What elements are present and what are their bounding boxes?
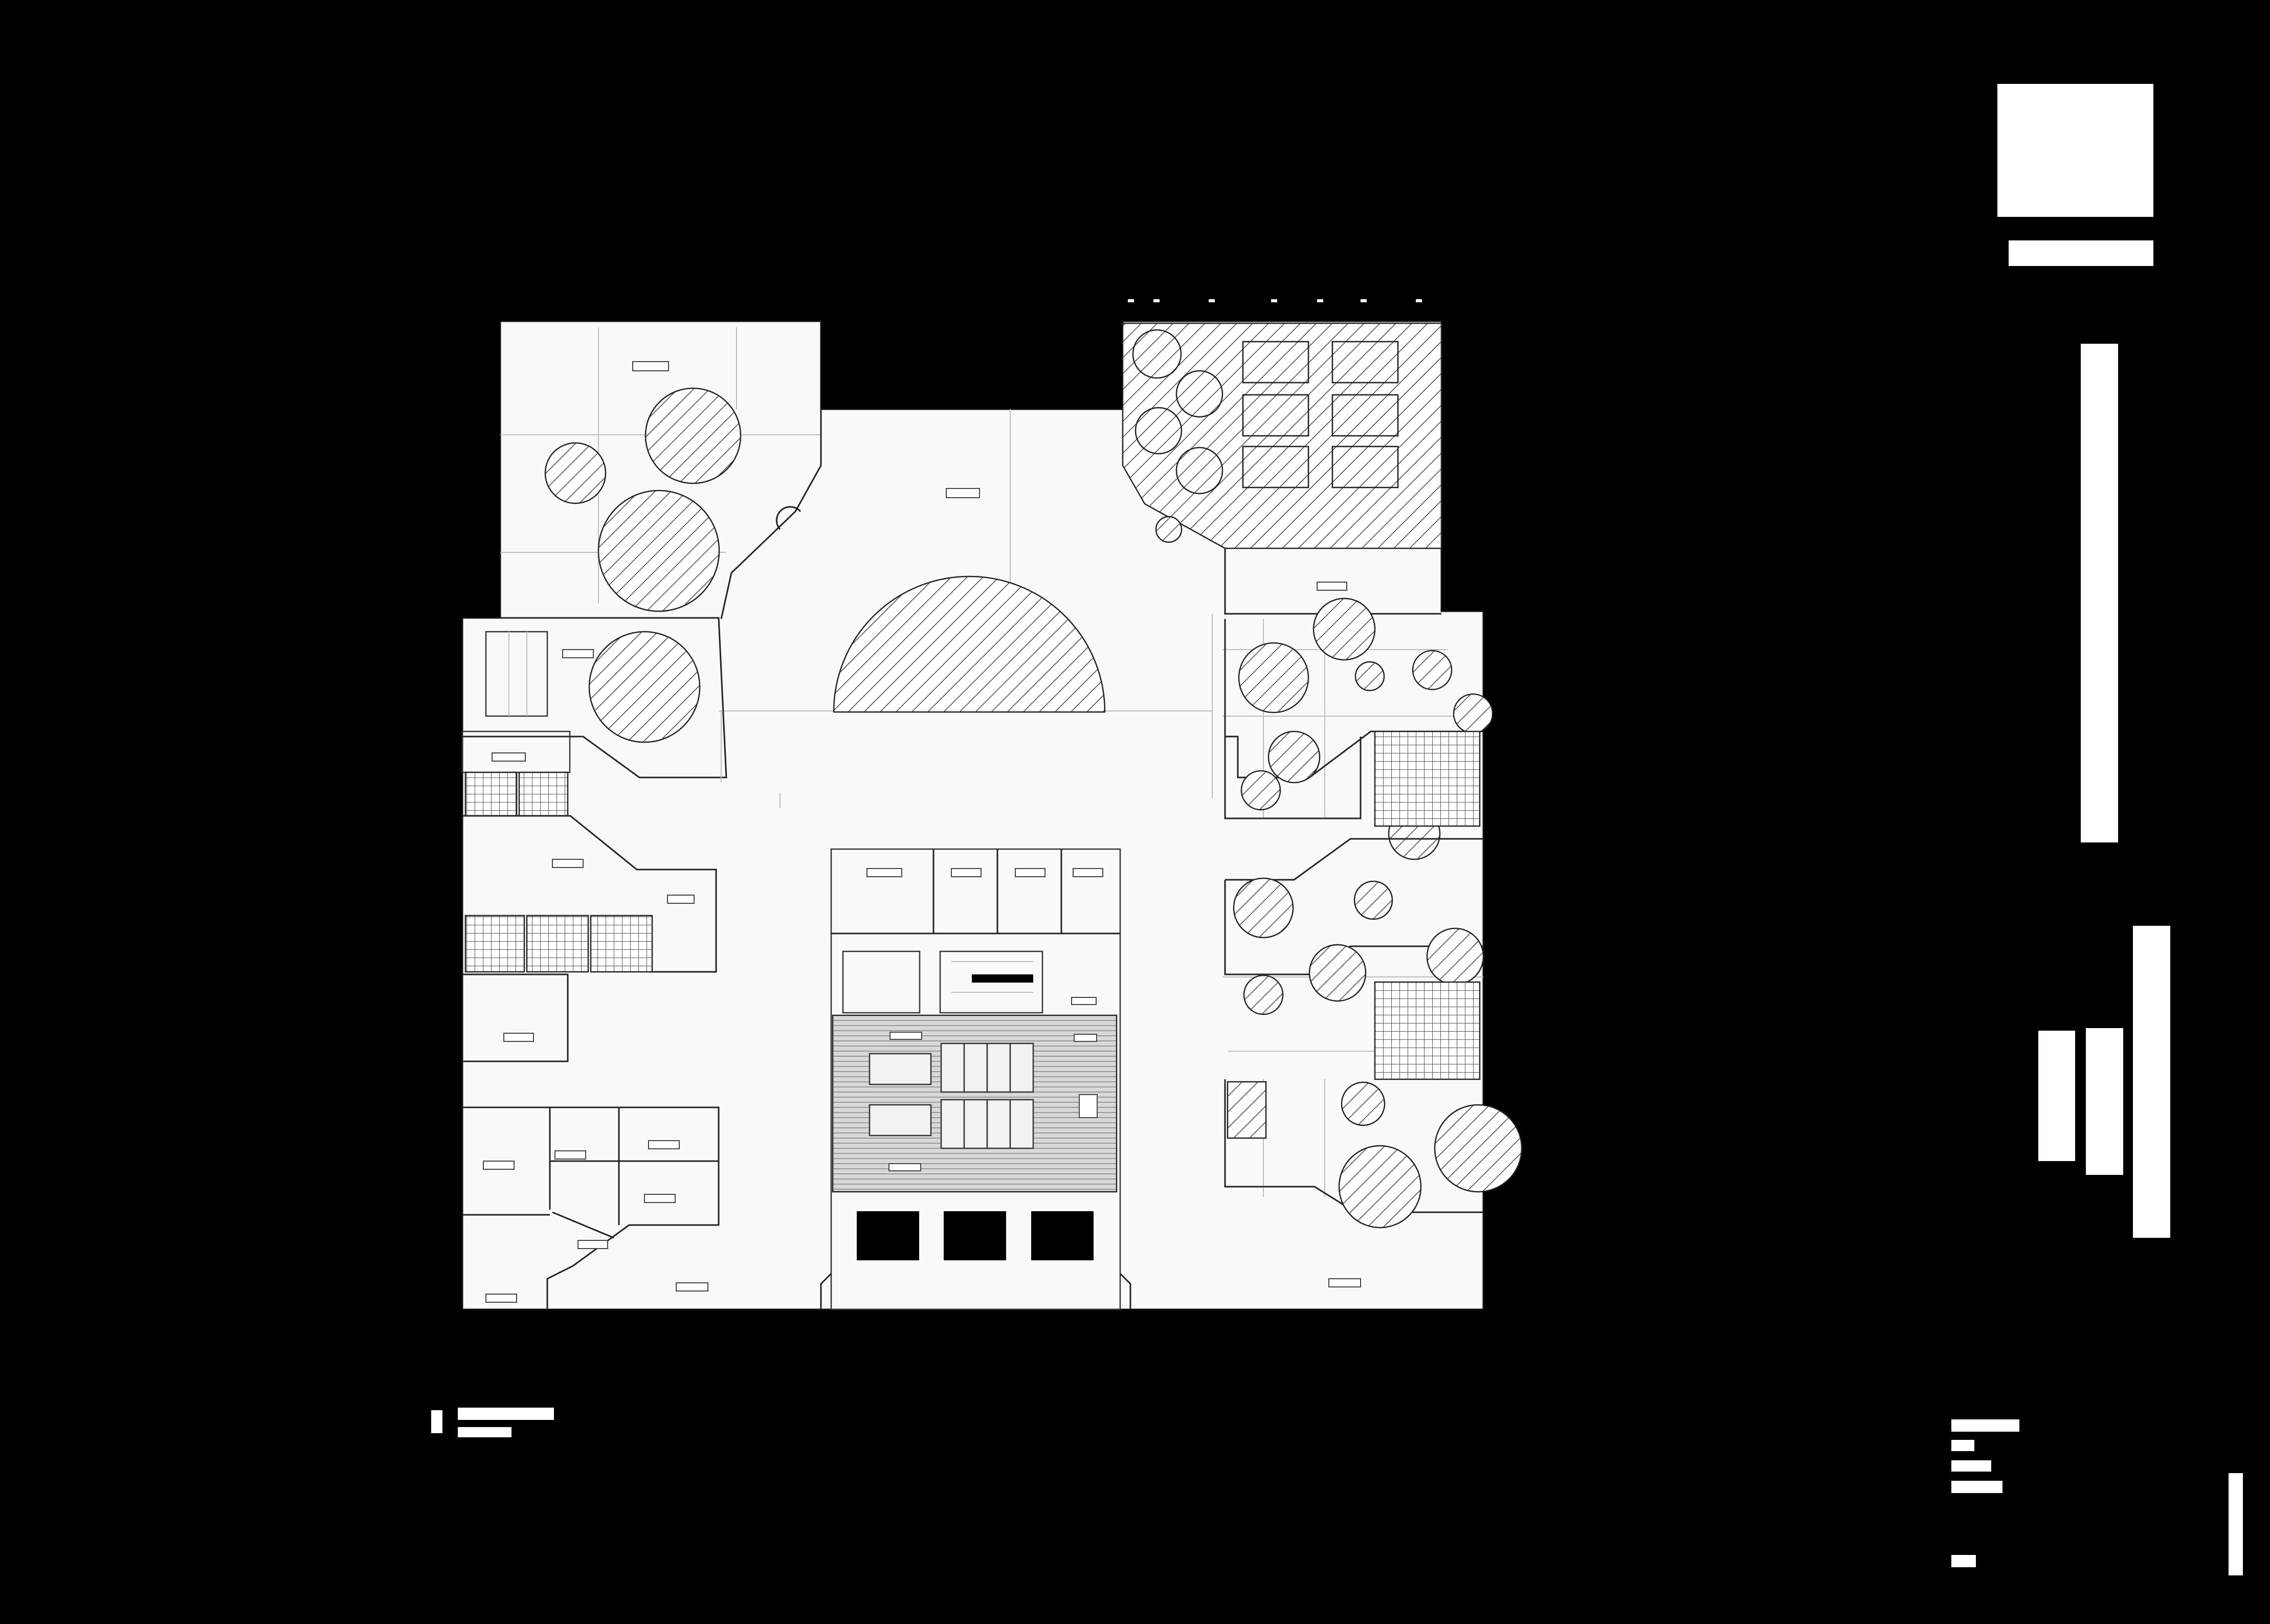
stair <box>939 950 1043 1014</box>
vertical-title <box>2081 344 2118 842</box>
info-panel-2 <box>2086 1028 2123 1175</box>
nw-lounge <box>462 361 822 778</box>
round-table-1 <box>644 387 742 484</box>
west-mesh-4 <box>526 915 589 973</box>
title-block <box>1951 84 2243 1575</box>
round-table-2 <box>544 442 607 504</box>
shaft-2 <box>944 1211 1006 1260</box>
amphitheatre-seating <box>833 575 1106 713</box>
scale-legend <box>431 1408 554 1437</box>
scale-bar-icon <box>431 1410 442 1433</box>
round-table-3 <box>597 490 720 612</box>
east-mesh-room-1 <box>1374 730 1481 827</box>
roof-marks <box>1128 299 1422 302</box>
west-rooms <box>461 730 720 1309</box>
west-mesh-2 <box>518 771 569 817</box>
shaft-1 <box>857 1211 919 1260</box>
shaft-3 <box>1031 1211 1094 1260</box>
title-bar <box>2009 240 2153 266</box>
central-core <box>820 848 1131 1310</box>
west-mesh-3 <box>464 915 525 973</box>
ne-workshop <box>1122 322 1442 549</box>
info-panel-1 <box>2038 1031 2075 1161</box>
east-mesh-room-2 <box>1374 981 1481 1080</box>
west-mesh-1 <box>464 771 518 817</box>
round-table-4 <box>588 631 701 743</box>
east-pods <box>1224 548 1523 1287</box>
square-logo-icon <box>1997 84 2153 217</box>
info-panel-3 <box>2133 926 2170 1238</box>
central-atrium <box>721 488 1106 783</box>
west-mesh-5 <box>590 915 653 973</box>
nw-sofa <box>485 631 548 717</box>
